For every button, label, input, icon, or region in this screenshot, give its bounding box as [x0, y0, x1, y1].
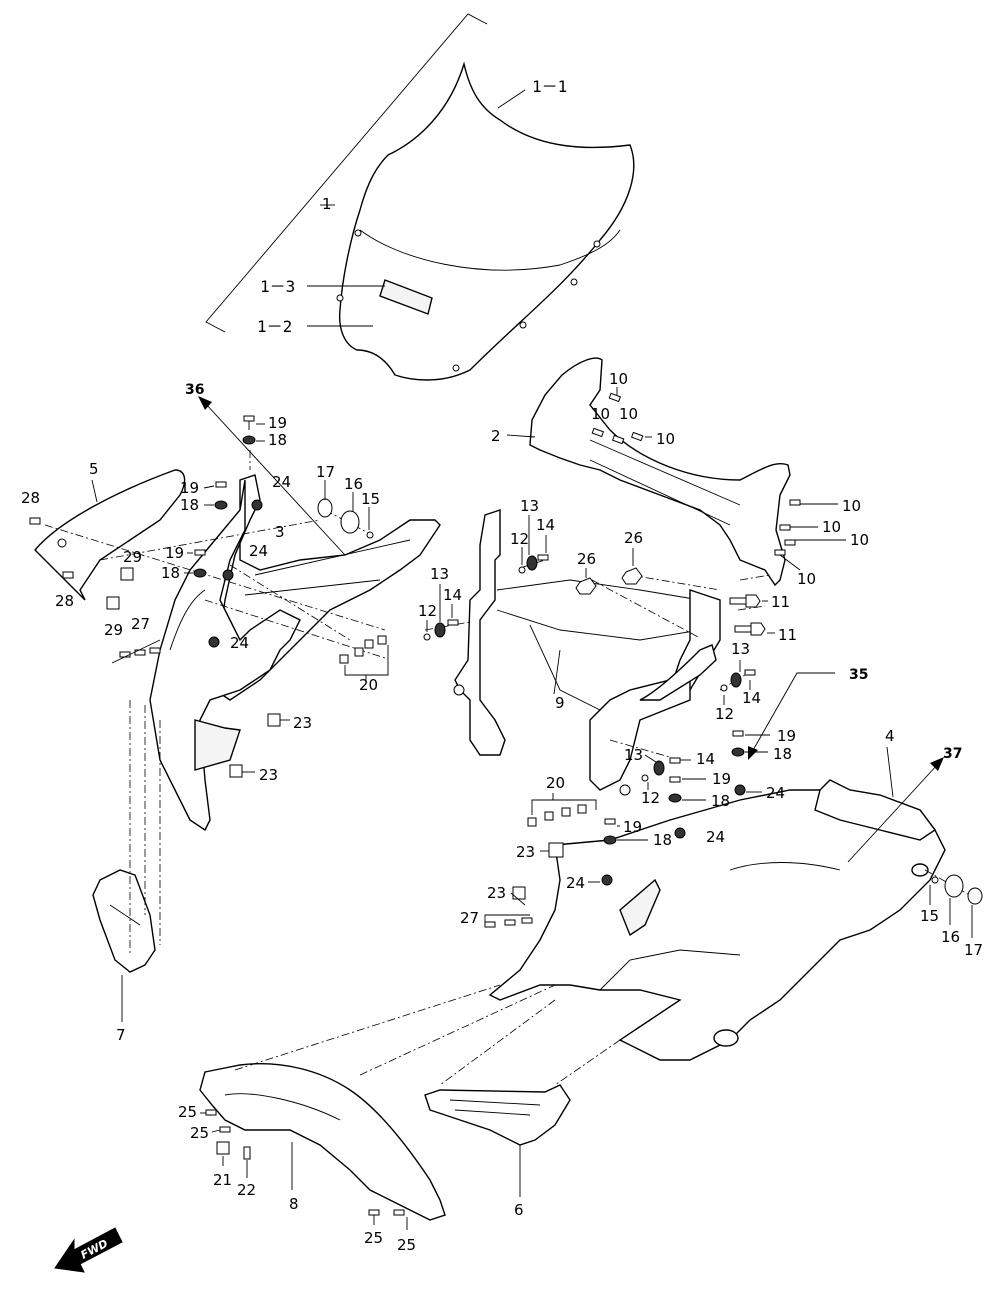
callout-l-20a: 20 [359, 676, 378, 694]
callout-l-28a: 28 [21, 489, 40, 507]
reference-arrows [198, 396, 944, 863]
callout-l-12a: 12 [510, 530, 529, 548]
upper-inner-panel-2[interactable] [506, 357, 791, 587]
callout-l-1-1: 1－1 [532, 77, 567, 96]
callout-l-19b: 19 [180, 479, 199, 497]
callout-l-10a: 10 [609, 370, 628, 388]
callout-l-4: 4 [885, 727, 895, 745]
callout-l-24c: 24 [230, 634, 249, 652]
callout-l-27a: 27 [131, 615, 150, 633]
callout-l-8: 8 [289, 1195, 299, 1213]
callout-l-18d: 18 [773, 745, 792, 763]
callout-l-16a: 16 [344, 475, 363, 493]
callout-l-18e: 18 [711, 792, 730, 810]
callout-l-10c: 10 [619, 405, 638, 423]
small-panel-6[interactable] [424, 1084, 571, 1197]
windscreen-label-1-3[interactable] [379, 279, 433, 315]
callout-l-10d: 10 [656, 430, 675, 448]
callout-l-23b: 23 [259, 766, 278, 784]
callout-l-26b: 26 [624, 529, 643, 547]
callout-l-12d: 12 [641, 789, 660, 807]
fwd-arrow-icon: FWD [54, 1227, 123, 1273]
callout-l-19c: 19 [165, 544, 184, 562]
callout-l-5: 5 [89, 460, 99, 478]
callout-l-18c: 18 [161, 564, 180, 582]
callout-l-18a: 18 [268, 431, 287, 449]
callout-l-14b: 14 [443, 586, 462, 604]
windscreen-part-1-2[interactable] [336, 61, 635, 381]
callout-l-25b: 25 [190, 1124, 209, 1142]
windscreen-leaders [307, 89, 526, 327]
callout-l-2: 2 [491, 427, 501, 445]
callout-l-24e: 24 [706, 828, 725, 846]
callout-l-24b: 24 [249, 542, 268, 560]
callout-l-19e: 19 [712, 770, 731, 788]
callout-l-1-2: 1－2 [257, 317, 292, 336]
callout-l-29a: 29 [123, 548, 142, 566]
callout-l-12b: 12 [418, 602, 437, 620]
cowl-stay-frame-9[interactable] [453, 509, 721, 796]
callout-l-25a: 25 [178, 1103, 197, 1121]
callout-l-19a: 19 [268, 414, 287, 432]
callout-l-28b: 28 [55, 592, 74, 610]
callout-l-11b: 11 [778, 626, 797, 644]
callout-l-3: 3 [275, 523, 285, 541]
callout-l-27b: 27 [460, 909, 479, 927]
callout-l-23d: 23 [487, 884, 506, 902]
lower-fairing-4[interactable] [488, 746, 946, 1061]
callout-l-1: 1 [322, 195, 332, 213]
callout-l-19d: 19 [777, 727, 796, 745]
callout-l-25d: 25 [397, 1236, 416, 1254]
callout-l-14d: 14 [696, 750, 715, 768]
callout-l-23a: 23 [293, 714, 312, 732]
callout-l-29b: 29 [104, 621, 123, 639]
windscreen-group-bracket [205, 13, 488, 333]
assembly-lines [44, 450, 976, 1086]
under-cowl-8[interactable] [199, 1063, 446, 1221]
callout-l-21: 21 [213, 1171, 232, 1189]
callout-l-26a: 26 [577, 550, 596, 568]
callout-l-13c: 13 [731, 640, 750, 658]
callout-l-13a: 13 [520, 497, 539, 515]
callout-l-10f: 10 [822, 518, 841, 536]
callout-l-17a: 17 [316, 463, 335, 481]
callout-l-15a: 15 [361, 490, 380, 508]
hardware[interactable] [29, 387, 983, 1230]
callout-l-7: 7 [116, 1026, 126, 1044]
callout-l-20b: 20 [546, 774, 565, 792]
callout-l-19f: 19 [623, 818, 642, 836]
callout-l-25c: 25 [364, 1229, 383, 1247]
callout-l-37: 37 [943, 746, 962, 762]
callout-l-18f: 18 [653, 831, 672, 849]
callout-l-6: 6 [514, 1201, 524, 1219]
callout-l-17b: 17 [964, 941, 983, 959]
callout-l-15b: 15 [920, 907, 939, 925]
callout-l-22: 22 [237, 1181, 256, 1199]
callout-l-14a: 14 [536, 516, 555, 534]
callout-l-10e: 10 [842, 497, 861, 515]
callout-l-13b: 13 [430, 565, 449, 583]
callout-l-12c: 12 [715, 705, 734, 723]
callout-l-10g: 10 [850, 531, 869, 549]
callout-l-24d: 24 [766, 784, 785, 802]
callout-l-10b: 10 [591, 405, 610, 423]
callout-l-14c: 14 [742, 689, 761, 707]
callout-l-1-3: 1－3 [260, 277, 295, 296]
callout-l-13d: 13 [624, 746, 643, 764]
callout-l-11a: 11 [771, 593, 790, 611]
callout-l-24f: 24 [566, 874, 585, 892]
callout-l-18b: 18 [180, 496, 199, 514]
callout-l-16b: 16 [941, 928, 960, 946]
callout-l-10h: 10 [797, 570, 816, 588]
side-panel-5[interactable] [34, 469, 186, 601]
callout-l-35: 35 [849, 667, 868, 683]
callout-l-9: 9 [555, 694, 565, 712]
side-cowl-left[interactable] [149, 479, 301, 832]
under-panel-7[interactable] [92, 869, 156, 1022]
callout-l-23c: 23 [516, 843, 535, 861]
callout-l-24a: 24 [272, 473, 291, 491]
callout-l-36: 36 [185, 382, 204, 398]
